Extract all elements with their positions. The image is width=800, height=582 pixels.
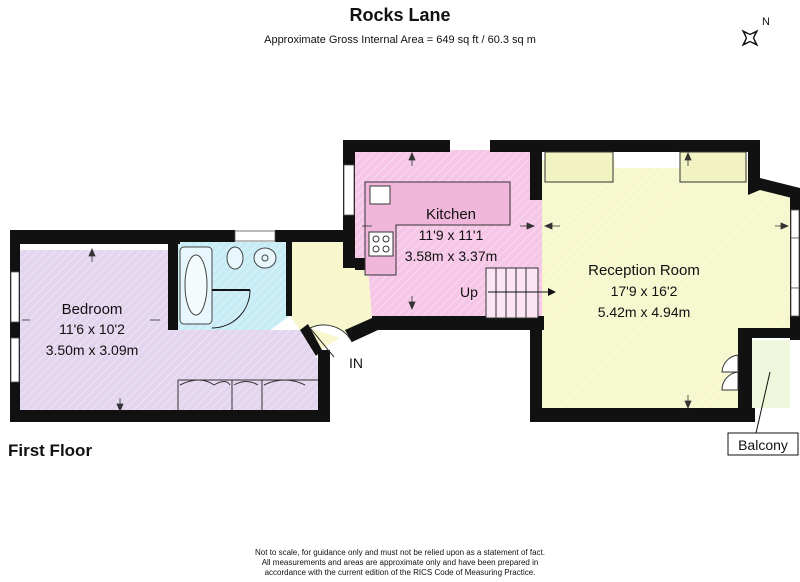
hob-icon xyxy=(368,231,394,257)
balcony-doors-icon xyxy=(721,354,771,434)
bedroom-metric: 3.50m x 3.09m xyxy=(46,342,139,358)
reception-label: Reception Room 17'9 x 16'2 5.42m x 4.94m xyxy=(588,262,700,320)
kitchen-metric: 3.58m x 3.37m xyxy=(405,248,498,264)
disclaimer-line-3: accordance with the current edition of t… xyxy=(264,568,536,577)
bedroom-label: Bedroom 11'6 x 10'2 3.50m x 3.09m xyxy=(46,301,139,358)
stairs xyxy=(485,267,539,319)
stairs-up-label: Up xyxy=(460,284,478,300)
windows xyxy=(10,164,800,383)
entrance-door-icon xyxy=(309,324,353,358)
plan-area-subtitle: Approximate Gross Internal Area = 649 sq… xyxy=(264,34,536,46)
disclaimer-line-2: All measurements and areas are approxima… xyxy=(261,558,539,567)
balcony-label-box: Balcony xyxy=(727,432,799,456)
kitchen-imperial: 11'9 x 11'1 xyxy=(419,227,484,243)
bedroom-imperial: 11'6 x 10'2 xyxy=(59,321,125,337)
compass-north-label: N xyxy=(762,16,770,28)
reception-imperial: 17'9 x 16'2 xyxy=(611,283,678,299)
entrance-label: IN xyxy=(349,355,363,371)
plan-title: Rocks Lane xyxy=(349,5,451,25)
kitchen-counters xyxy=(364,181,511,276)
floor-label: First Floor xyxy=(8,441,93,460)
kitchen-name: Kitchen xyxy=(426,206,476,223)
dimension-arrows xyxy=(22,151,790,413)
balcony-area xyxy=(752,340,790,408)
disclaimer: Not to scale, for guidance only and must… xyxy=(0,548,800,578)
disclaimer-line-1: Not to scale, for guidance only and must… xyxy=(255,548,545,557)
wardrobes xyxy=(177,379,318,410)
sink-icon xyxy=(369,185,391,205)
toilet-icon xyxy=(226,246,244,270)
bathroom-fixtures xyxy=(179,246,277,325)
bedroom-name: Bedroom xyxy=(62,301,123,318)
reception-name: Reception Room xyxy=(588,262,700,279)
compass-icon: N xyxy=(741,16,770,47)
stairs-arrow-icon xyxy=(488,288,556,296)
hall-area xyxy=(290,242,372,350)
kitchen-label: Kitchen 11'9 x 11'1 3.58m x 3.37m xyxy=(405,206,498,264)
reception-metric: 5.42m x 4.94m xyxy=(598,304,691,320)
balcony-label: Balcony xyxy=(738,437,788,453)
